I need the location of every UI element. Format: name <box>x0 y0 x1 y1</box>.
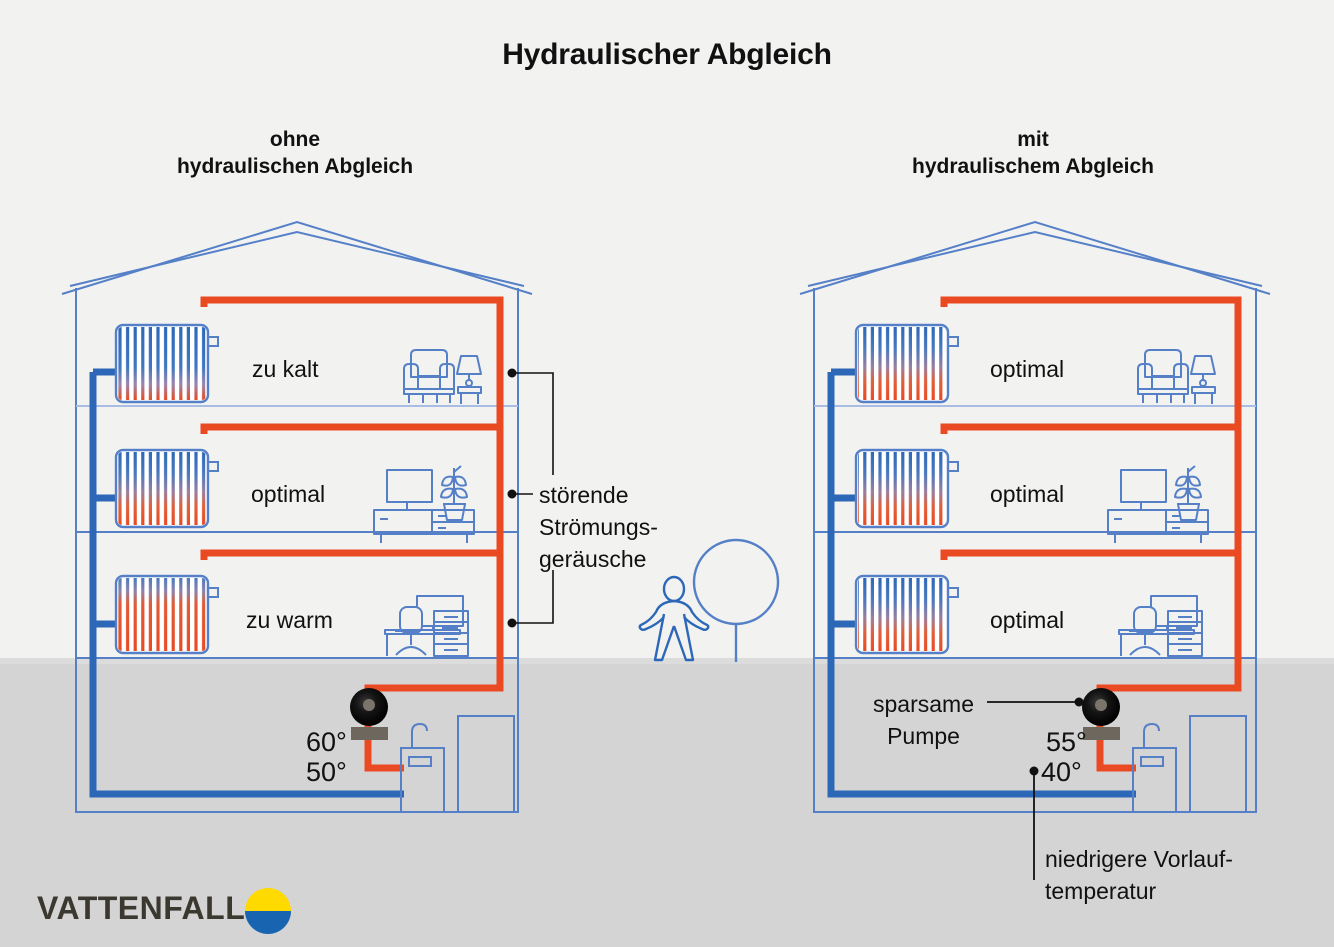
noise-callout-leader <box>507 368 554 628</box>
left-hot-pipes <box>200 296 504 772</box>
left-return-temp: 50° <box>306 757 347 787</box>
left-tank-icon <box>457 715 515 813</box>
vattenfall-wordmark: VATTENFALL <box>37 890 246 926</box>
right-radiator-top <box>854 323 959 404</box>
armchair-lamp-icon <box>403 349 482 404</box>
left-boiler-icon <box>400 722 445 813</box>
desk-monitor-chair-icon <box>1118 595 1203 657</box>
right-boiler-icon <box>1132 722 1177 813</box>
right-hot-pipes <box>940 296 1242 772</box>
right-house <box>799 220 1271 813</box>
right-heading-line2: hydraulischem Abgleich <box>912 155 1154 178</box>
right-return-temp: 40° <box>1041 757 1082 787</box>
right-radiator-middle <box>854 448 959 529</box>
right-floor-label-middle: optimal <box>990 481 1065 507</box>
left-floor-label-top: zu kalt <box>252 356 319 382</box>
left-flow-temp: 60° <box>306 727 347 757</box>
right-house-floors <box>814 405 1256 659</box>
left-radiator-bottom <box>114 574 219 655</box>
left-radiator-top <box>114 323 219 404</box>
right-tank-icon <box>1189 715 1247 813</box>
noise-annotation: störende Strömungs- geräusche <box>539 482 658 572</box>
tv-sideboard-plant-icon <box>1107 465 1209 543</box>
flow-temp-annotation: niedrigere Vorlauf- temperatur <box>1045 846 1233 904</box>
left-floor-label-bottom: zu warm <box>246 607 333 633</box>
flow-temp-callout-leader <box>1029 766 1039 880</box>
armchair-lamp-icon <box>1137 349 1216 404</box>
left-radiator-middle <box>114 448 219 529</box>
right-floor-label-bottom: optimal <box>990 607 1065 633</box>
left-cold-pipes <box>89 368 404 798</box>
person-icon <box>638 575 710 662</box>
left-heading-line2: hydraulischen Abgleich <box>176 155 414 178</box>
right-house-roof <box>799 220 1271 295</box>
right-flow-temp: 55° <box>1046 727 1087 757</box>
pump-callout-leader <box>987 697 1084 707</box>
right-house-walls <box>813 288 1257 813</box>
tv-sideboard-plant-icon <box>373 465 475 543</box>
right-heading-line1: mit <box>1017 128 1049 151</box>
left-house-roof <box>61 220 533 295</box>
desk-monitor-chair-icon <box>384 595 469 657</box>
vattenfall-seal-icon <box>245 888 291 934</box>
right-radiator-bottom <box>854 574 959 655</box>
left-house-heading: ohne hydraulischen Abgleich <box>130 126 460 180</box>
right-house-heading: mit hydraulischem Abgleich <box>868 126 1198 180</box>
left-floor-label-middle: optimal <box>251 481 326 507</box>
left-pump-icon <box>350 688 388 740</box>
page-title: Hydraulischer Abgleich <box>502 38 832 71</box>
right-pump-icon <box>1082 688 1120 740</box>
left-heading-line1: ohne <box>269 128 321 151</box>
tree-icon <box>692 538 780 662</box>
left-house-floors <box>76 405 518 659</box>
left-house <box>61 220 533 813</box>
left-house-walls <box>75 288 519 813</box>
pump-annotation: sparsame Pumpe <box>873 691 974 749</box>
right-floor-label-top: optimal <box>990 356 1065 382</box>
